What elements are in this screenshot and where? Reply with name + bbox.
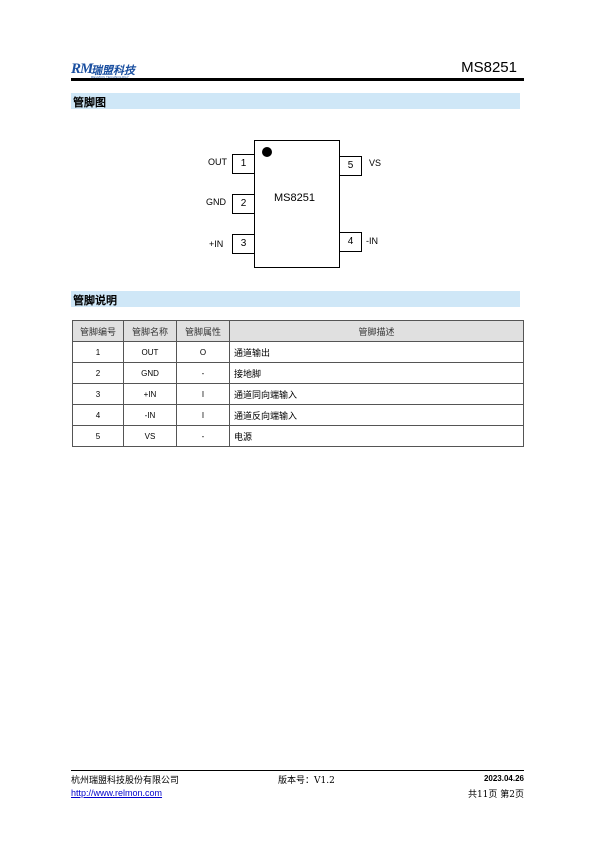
chip-name: MS8251 — [274, 192, 315, 204]
pin-label-minus-in: -IN — [366, 236, 378, 246]
cell-pin-name: -IN — [123, 404, 177, 426]
section-pin-description: 管脚说明 — [71, 291, 520, 307]
cell-pin-description: 通道反向端输入 — [229, 404, 524, 426]
cell-pin-number: 5 — [72, 425, 124, 447]
section-pin-diagram: 管脚图 — [71, 93, 520, 109]
pin-number-2: 2 — [232, 194, 255, 214]
header-pin-number: 管脚编号 — [72, 320, 124, 342]
cell-pin-number: 2 — [72, 362, 124, 384]
cell-pin-number: 1 — [72, 341, 124, 363]
table-row: 5 VS - 电源 — [72, 425, 524, 447]
table-row: 2 GND - 接地脚 — [72, 362, 524, 384]
logo-english-name: RELMON TECHNOLOGY — [91, 75, 130, 79]
footer-date: 2023.04.26 — [483, 774, 524, 783]
header-pin-description: 管脚描述 — [229, 320, 524, 342]
company-logo: RM 瑞盟科技 RELMON TECHNOLOGY — [71, 60, 141, 80]
footer-page-number: 共11页 第2页 — [467, 790, 524, 800]
pin1-indicator-dot — [262, 147, 272, 157]
cell-pin-name: +IN — [123, 383, 177, 405]
header-rule — [71, 78, 524, 81]
cell-pin-attribute: I — [176, 404, 230, 426]
chip-body — [254, 140, 340, 268]
header-pin-name: 管脚名称 — [123, 320, 177, 342]
cell-pin-attribute: - — [176, 425, 230, 447]
cell-pin-attribute: O — [176, 341, 230, 363]
cell-pin-number: 3 — [72, 383, 124, 405]
pin-label-gnd: GND — [206, 197, 226, 207]
pin-number-1: 1 — [232, 154, 255, 174]
footer-company-name: 杭州瑞盟科技股份有限公司 — [71, 776, 180, 786]
cell-pin-description: 接地脚 — [229, 362, 524, 384]
cell-pin-attribute: I — [176, 383, 230, 405]
logo-chinese-name: 瑞盟科技 — [91, 64, 135, 77]
cell-pin-description: 通道输出 — [229, 341, 524, 363]
table-header-row: 管脚编号 管脚名称 管脚属性 管脚描述 — [72, 320, 524, 342]
cell-pin-attribute: - — [176, 362, 230, 384]
header-pin-attribute: 管脚属性 — [176, 320, 230, 342]
cell-pin-name: VS — [123, 425, 177, 447]
footer-version: 版本号：V1.2 — [278, 776, 335, 786]
table-row: 1 OUT O 通道输出 — [72, 341, 524, 363]
section-title: 管脚说明 — [73, 294, 117, 307]
cell-pin-number: 4 — [72, 404, 124, 426]
pin-label-out: OUT — [208, 157, 227, 167]
pin-number-3: 3 — [232, 234, 255, 254]
pin-number-5: 5 — [339, 156, 362, 176]
pin-description-table: 管脚编号 管脚名称 管脚属性 管脚描述 1 OUT O 通道输出 2 GND -… — [72, 320, 524, 447]
pin-label-vs: VS — [369, 158, 382, 168]
pin-label-plus-in: +IN — [209, 239, 224, 249]
cell-pin-name: OUT — [123, 341, 177, 363]
cell-pin-description: 通道同向端输入 — [229, 383, 524, 405]
cell-pin-name: GND — [123, 362, 177, 384]
footer-website-link[interactable]: http://www.relmon.com — [71, 788, 163, 798]
section-title: 管脚图 — [73, 96, 106, 109]
header-title: MS8251 — [461, 59, 517, 76]
footer-rule — [71, 770, 524, 771]
logo-mark: RM — [71, 61, 93, 77]
pin-number-4: 4 — [339, 232, 362, 252]
cell-pin-description: 电源 — [229, 425, 524, 447]
table-row: 3 +IN I 通道同向端输入 — [72, 383, 524, 405]
table-row: 4 -IN I 通道反向端输入 — [72, 404, 524, 426]
